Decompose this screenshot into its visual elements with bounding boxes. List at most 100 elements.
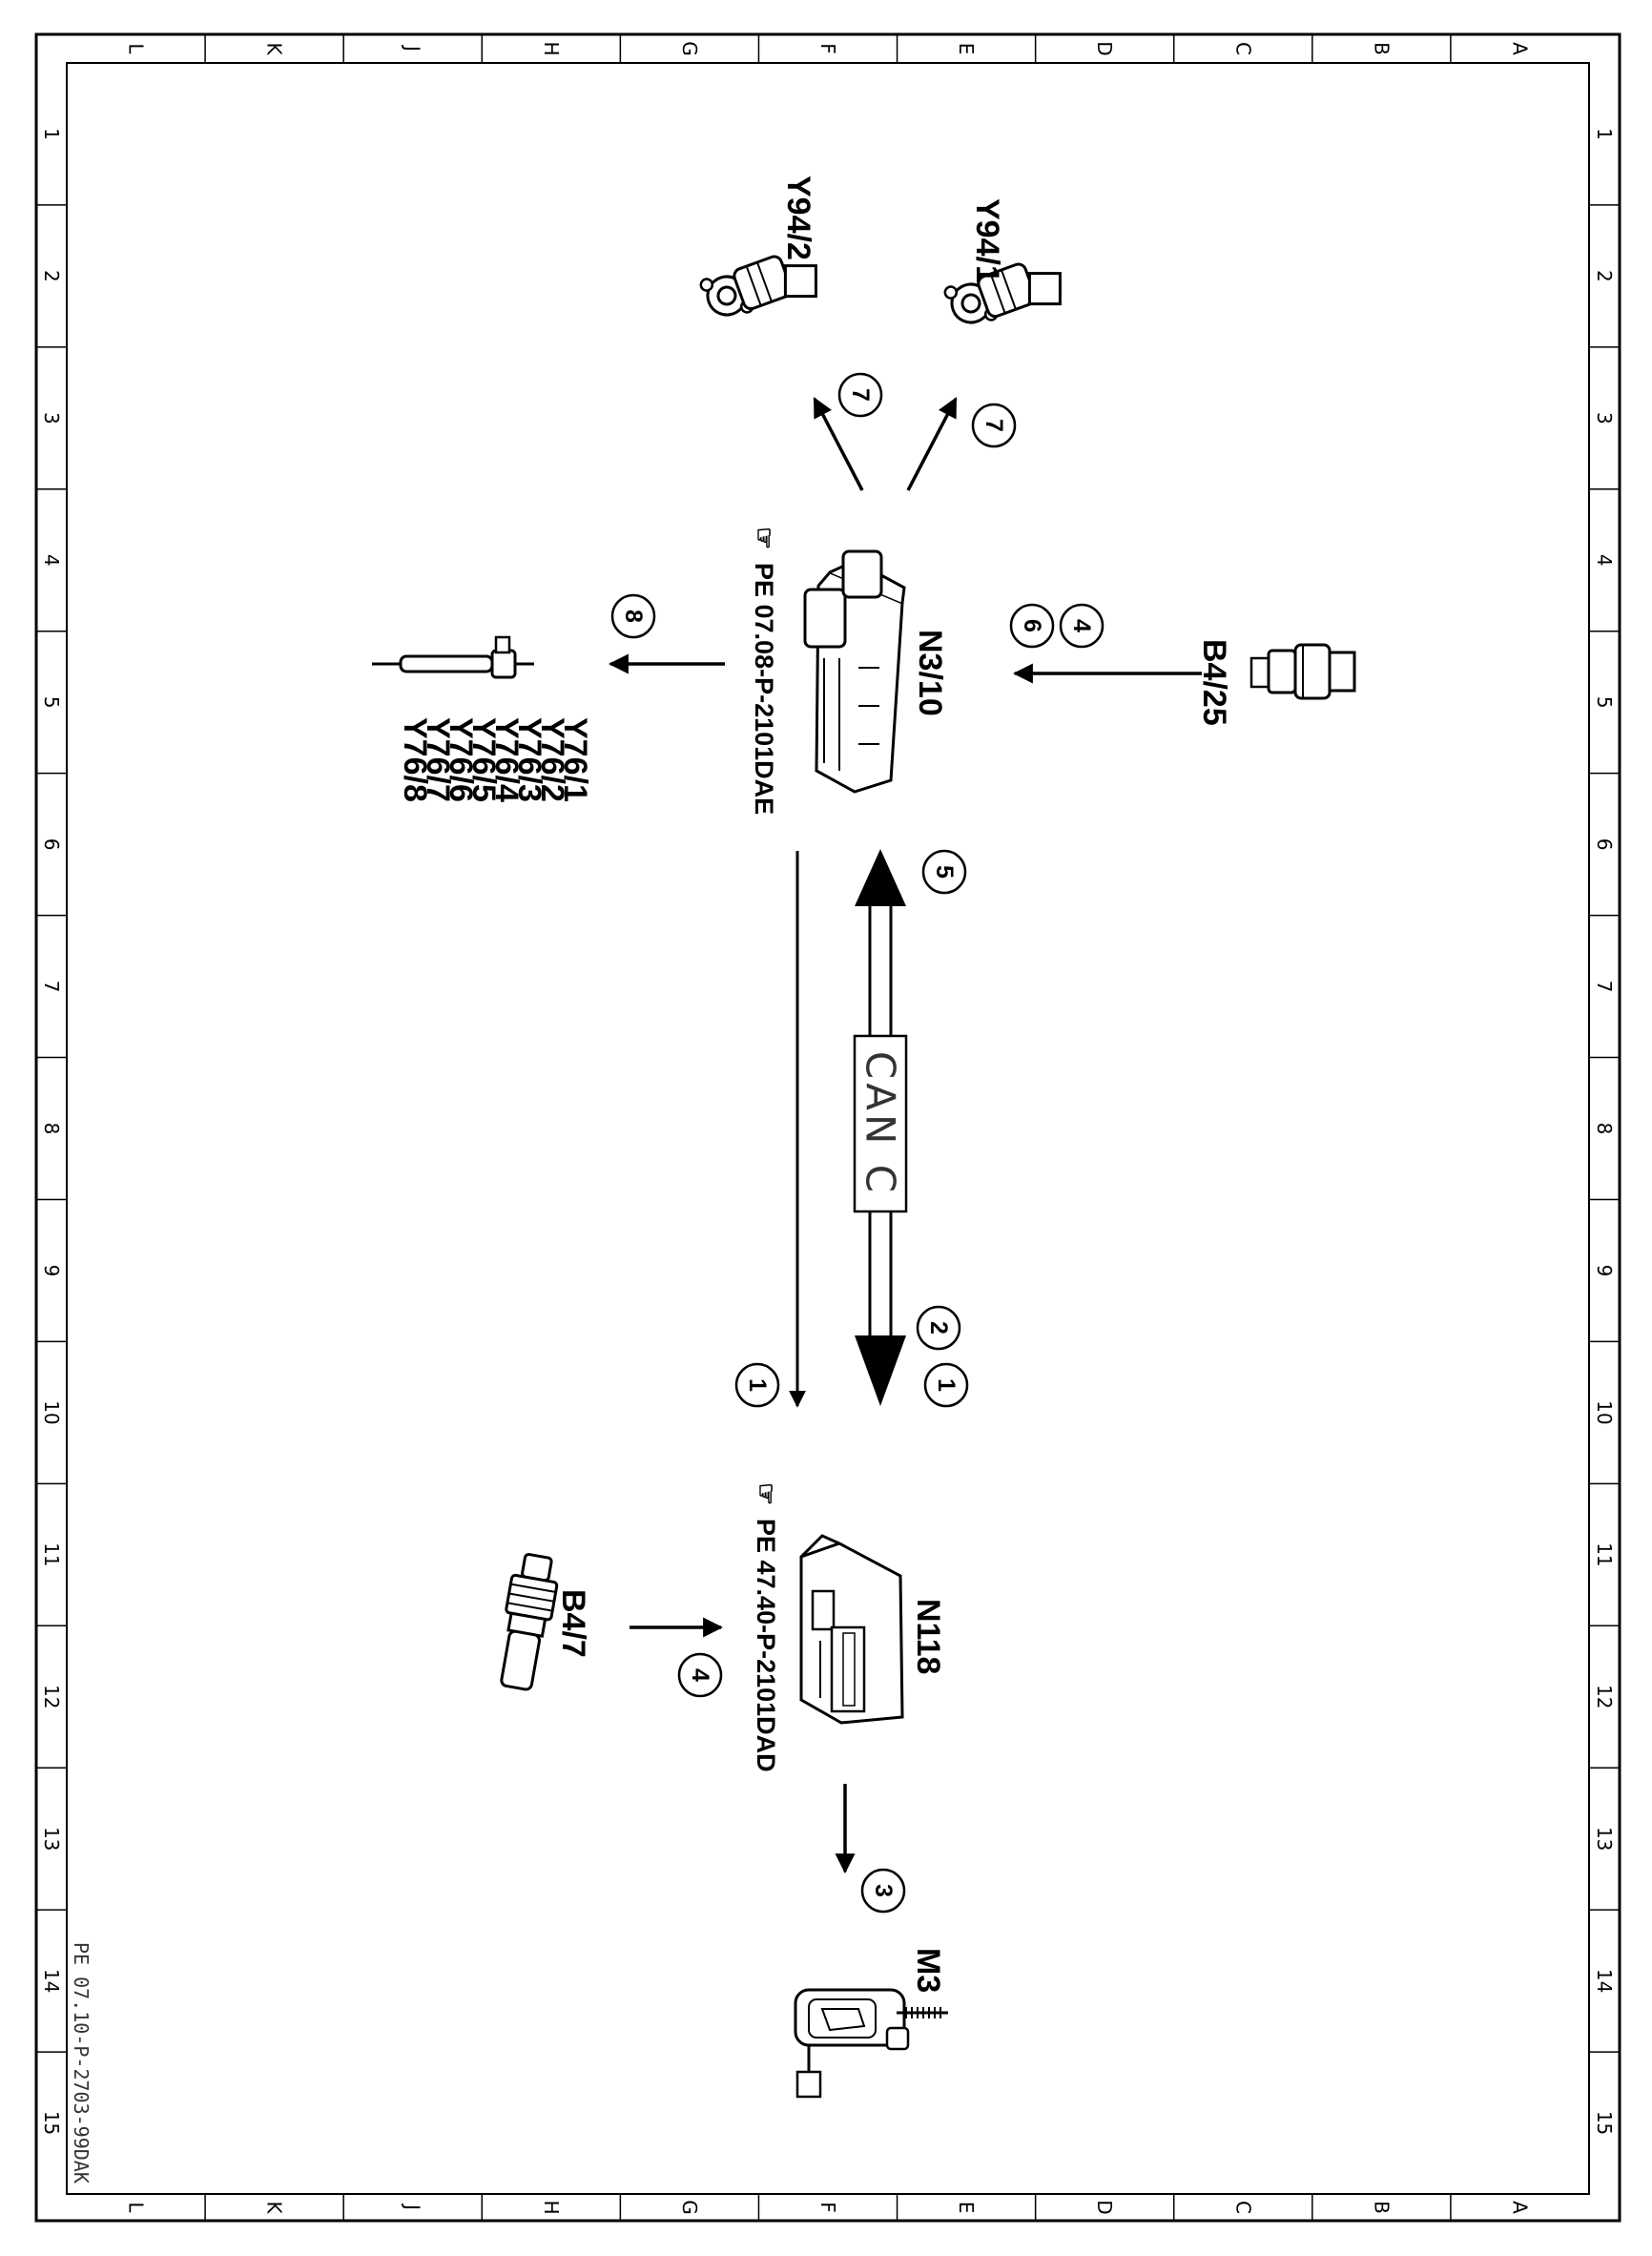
border-number: 5 bbox=[40, 696, 63, 709]
inner-frame bbox=[66, 62, 1590, 2195]
svg-text:PE 47.40-P-2101DAD: PE 47.40-P-2101DAD bbox=[752, 1519, 780, 1772]
border-letter: C bbox=[1231, 2201, 1254, 2214]
border-letter: A bbox=[1508, 42, 1531, 55]
border-number: 8 bbox=[1593, 1123, 1616, 1135]
border-letter: E bbox=[955, 2202, 978, 2214]
m3-fuel-pump-icon bbox=[794, 1988, 948, 2099]
border-number: 11 bbox=[40, 1542, 63, 1566]
border-number: 7 bbox=[1593, 981, 1616, 993]
border-number: 4 bbox=[40, 554, 63, 567]
arrow-to-y94-2 bbox=[813, 397, 864, 491]
injector-label: Y76/4 bbox=[488, 717, 525, 802]
hand-pointer-icon: ☞ bbox=[752, 1482, 780, 1505]
border-letter: F bbox=[816, 2202, 839, 2213]
border-number: 15 bbox=[40, 2111, 63, 2135]
callout-5-can: 5 bbox=[921, 849, 967, 895]
injector-label: Y76/5 bbox=[465, 717, 502, 802]
n3-10-control-unit-icon bbox=[803, 549, 906, 794]
injector-icon bbox=[372, 635, 534, 679]
can-c-bus: CAN C bbox=[853, 849, 908, 1406]
callout-8-injectors: 8 bbox=[610, 593, 656, 639]
border-letter: F bbox=[816, 43, 839, 54]
border-letter: H bbox=[540, 2200, 563, 2214]
border-number: 1 bbox=[40, 128, 63, 140]
border-number: 6 bbox=[40, 838, 63, 851]
border-letter: G bbox=[678, 41, 701, 56]
injector-label: Y76/3 bbox=[511, 717, 547, 802]
border-number: 11 bbox=[1593, 1542, 1616, 1566]
border-number: 6 bbox=[1593, 838, 1616, 851]
border-letter: J bbox=[402, 44, 424, 52]
border-number: 8 bbox=[40, 1123, 63, 1135]
border-letter: D bbox=[1093, 41, 1116, 55]
hand-pointer-icon: ☞ bbox=[750, 527, 778, 549]
border-number: 5 bbox=[1593, 696, 1616, 709]
border-number: 10 bbox=[40, 1400, 63, 1424]
y94-1-label: Y94/1 bbox=[969, 198, 1005, 283]
border-number: 13 bbox=[40, 1827, 63, 1851]
border-number: 7 bbox=[40, 981, 63, 993]
m3-label: M3 bbox=[910, 1948, 946, 1993]
callout-1-signal: 1 bbox=[734, 1362, 780, 1408]
svg-text:7: 7 bbox=[981, 419, 1007, 432]
svg-text:3: 3 bbox=[870, 1884, 897, 1897]
border-letter: K bbox=[263, 2201, 286, 2214]
border-letter: A bbox=[1508, 2201, 1531, 2214]
border-number: 3 bbox=[1593, 412, 1616, 424]
injector-label: Y76/2 bbox=[534, 717, 570, 802]
arrow-to-y94-1 bbox=[906, 397, 958, 491]
outer-frame bbox=[34, 32, 1621, 2223]
callout-1-can: 1 bbox=[923, 1362, 969, 1408]
callout-2-can: 2 bbox=[916, 1305, 961, 1351]
border-letter: B bbox=[1370, 42, 1393, 55]
n118-reference: ☞ PE 47.40-P-2101DAD bbox=[752, 1482, 780, 1772]
y94-2-valve-icon bbox=[699, 255, 817, 317]
svg-text:5: 5 bbox=[931, 865, 958, 879]
svg-text:7: 7 bbox=[847, 388, 874, 402]
callout-3-m3: 3 bbox=[860, 1868, 906, 1914]
svg-text:8: 8 bbox=[620, 610, 647, 623]
callout-7-y94-1: 7 bbox=[971, 403, 1017, 448]
border-letter: J bbox=[402, 2203, 424, 2210]
callout-7-y94-2: 7 bbox=[837, 372, 883, 418]
svg-text:6: 6 bbox=[1019, 619, 1045, 632]
y94-2-label: Y94/2 bbox=[780, 176, 816, 260]
border-letter: K bbox=[263, 42, 286, 55]
border-number: 4 bbox=[1593, 554, 1616, 567]
injector-label: Y76/6 bbox=[443, 717, 479, 802]
b4-7-sensor-icon bbox=[500, 1553, 559, 1691]
border-number: 12 bbox=[1593, 1685, 1616, 1708]
border-letter: H bbox=[540, 41, 563, 55]
border-number: 9 bbox=[40, 1265, 63, 1277]
border-letter: B bbox=[1370, 2201, 1393, 2214]
svg-text:2: 2 bbox=[925, 1321, 952, 1335]
callout-4-b4-7: 4 bbox=[677, 1652, 723, 1698]
border-letter: C bbox=[1231, 42, 1254, 55]
border-letter: L bbox=[125, 43, 148, 54]
border-number: 2 bbox=[1593, 270, 1616, 282]
border-number: 1 bbox=[1593, 128, 1616, 140]
b4-25-label: B4/25 bbox=[1196, 639, 1232, 726]
border-letter: D bbox=[1093, 2200, 1116, 2214]
n118-control-unit-icon bbox=[799, 1534, 904, 1725]
border-number: 14 bbox=[40, 1969, 63, 1993]
svg-text:1: 1 bbox=[933, 1378, 960, 1392]
injector-label: Y76/7 bbox=[420, 717, 456, 802]
b4-7-label: B4/7 bbox=[555, 1589, 591, 1658]
border-letter: L bbox=[125, 2202, 148, 2213]
border-number: 14 bbox=[1593, 1969, 1616, 1993]
border-number: 15 bbox=[1593, 2111, 1616, 2135]
n3-10-reference: ☞ PE 07.08-P-2101DAE bbox=[750, 527, 778, 815]
border-ticks bbox=[36, 34, 1620, 2221]
border-number: 2 bbox=[40, 270, 63, 282]
svg-text:PE 07.08-P-2101DAE: PE 07.08-P-2101DAE bbox=[750, 563, 778, 815]
svg-text:4: 4 bbox=[1068, 619, 1095, 632]
border-number: 3 bbox=[40, 412, 63, 424]
border-number: 12 bbox=[40, 1685, 63, 1708]
border-number: 9 bbox=[1593, 1265, 1616, 1277]
